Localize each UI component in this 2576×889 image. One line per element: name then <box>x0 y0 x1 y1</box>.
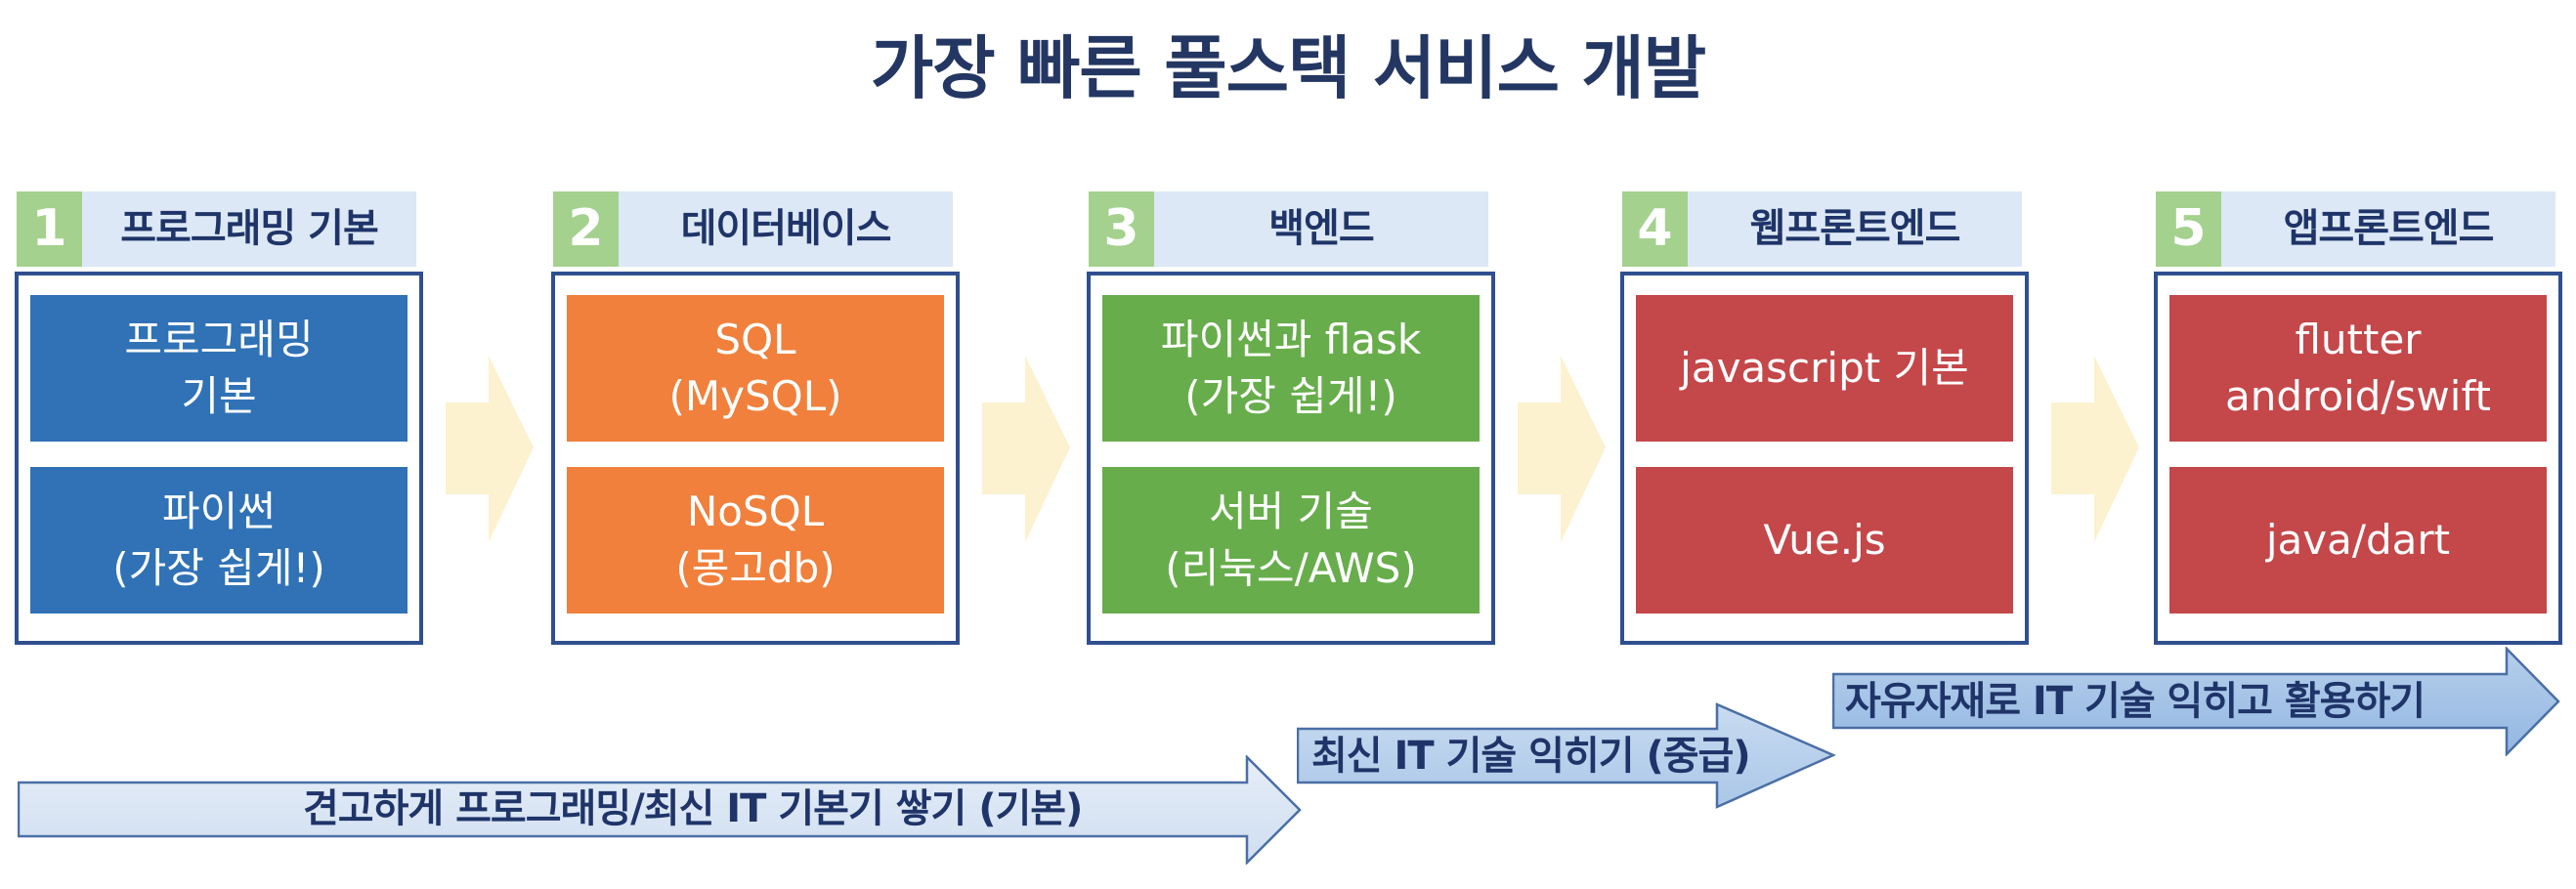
step-arrow-icon <box>982 356 1070 542</box>
step-header: 1 프로그래밍 기본 <box>17 191 416 267</box>
topic-card: SQL (MySQL) <box>567 295 944 442</box>
step-number: 2 <box>553 191 619 267</box>
step-header: 5 앱프론트엔드 <box>2156 191 2555 267</box>
step-title: 데이터베이스 <box>680 206 892 251</box>
topic-card: Vue.js <box>1636 467 2013 614</box>
step-title: 웹프론트엔드 <box>1749 206 1961 251</box>
step-header: 2 데이터베이스 <box>553 191 953 267</box>
step-frame: javascript 기본 Vue.js <box>1620 272 2029 645</box>
step-column-2: 2 데이터베이스 SQL (MySQL) NoSQL (몽고db) <box>551 191 960 645</box>
topic-card: 파이썬 (가장 쉽게!) <box>30 467 408 614</box>
step-arrow-icon <box>1518 356 1606 542</box>
topic-card: java/dart <box>2169 467 2547 614</box>
step-title: 백엔드 <box>1268 206 1374 251</box>
topic-card: javascript 기본 <box>1636 295 2013 442</box>
step-column-4: 4 웹프론트엔드 javascript 기본 Vue.js <box>1620 191 2029 645</box>
step-column-3: 3 백엔드 파이썬과 flask (가장 쉽게!) 서버 기술 (리눅스/AWS… <box>1087 191 1495 645</box>
step-frame: flutter android/swift java/dart <box>2154 272 2562 645</box>
topic-card: 프로그래밍 기본 <box>30 295 408 442</box>
topic-card: 파이썬과 flask (가장 쉽게!) <box>1102 295 1480 442</box>
step-number: 3 <box>1089 191 1154 267</box>
step-arrow-icon <box>2051 356 2139 542</box>
step-title: 앱프론트엔드 <box>2283 206 2495 251</box>
step-title: 프로그래밍 기본 <box>120 206 379 251</box>
step-column-5: 5 앱프론트엔드 flutter android/swift java/dart <box>2154 191 2562 645</box>
step-header: 4 웹프론트엔드 <box>1622 191 2022 267</box>
step-arrow-icon <box>446 356 534 542</box>
step-number: 1 <box>17 191 82 267</box>
topic-card: flutter android/swift <box>2169 295 2547 442</box>
step-frame: 프로그래밍 기본 파이썬 (가장 쉽게!) <box>15 272 423 645</box>
topic-card: NoSQL (몽고db) <box>567 467 944 614</box>
progress-arrow-intermediate-icon <box>1297 702 1836 809</box>
step-column-1: 1 프로그래밍 기본 프로그래밍 기본 파이썬 (가장 쉽게!) <box>15 191 423 645</box>
progress-label-advanced: 자유자재로 IT 기술 익히고 활용하기 <box>1845 679 2426 724</box>
topic-card: 서버 기술 (리눅스/AWS) <box>1102 467 1480 614</box>
progress-arrow-basic-icon <box>18 755 1302 865</box>
step-frame: SQL (MySQL) NoSQL (몽고db) <box>551 272 960 645</box>
step-number: 5 <box>2156 191 2221 267</box>
step-frame: 파이썬과 flask (가장 쉽게!) 서버 기술 (리눅스/AWS) <box>1087 272 1495 645</box>
step-number: 4 <box>1622 191 1688 267</box>
progress-arrow-advanced-icon <box>1832 647 2560 756</box>
progress-label-basic: 견고하게 프로그래밍/최신 IT 기본기 쌓기 (기본) <box>303 786 1083 831</box>
progress-label-intermediate: 최신 IT 기술 익히기 (중급) <box>1311 734 1751 779</box>
page-title: 가장 빠른 풀스택 서비스 개발 <box>870 28 1706 108</box>
step-header: 3 백엔드 <box>1089 191 1488 267</box>
